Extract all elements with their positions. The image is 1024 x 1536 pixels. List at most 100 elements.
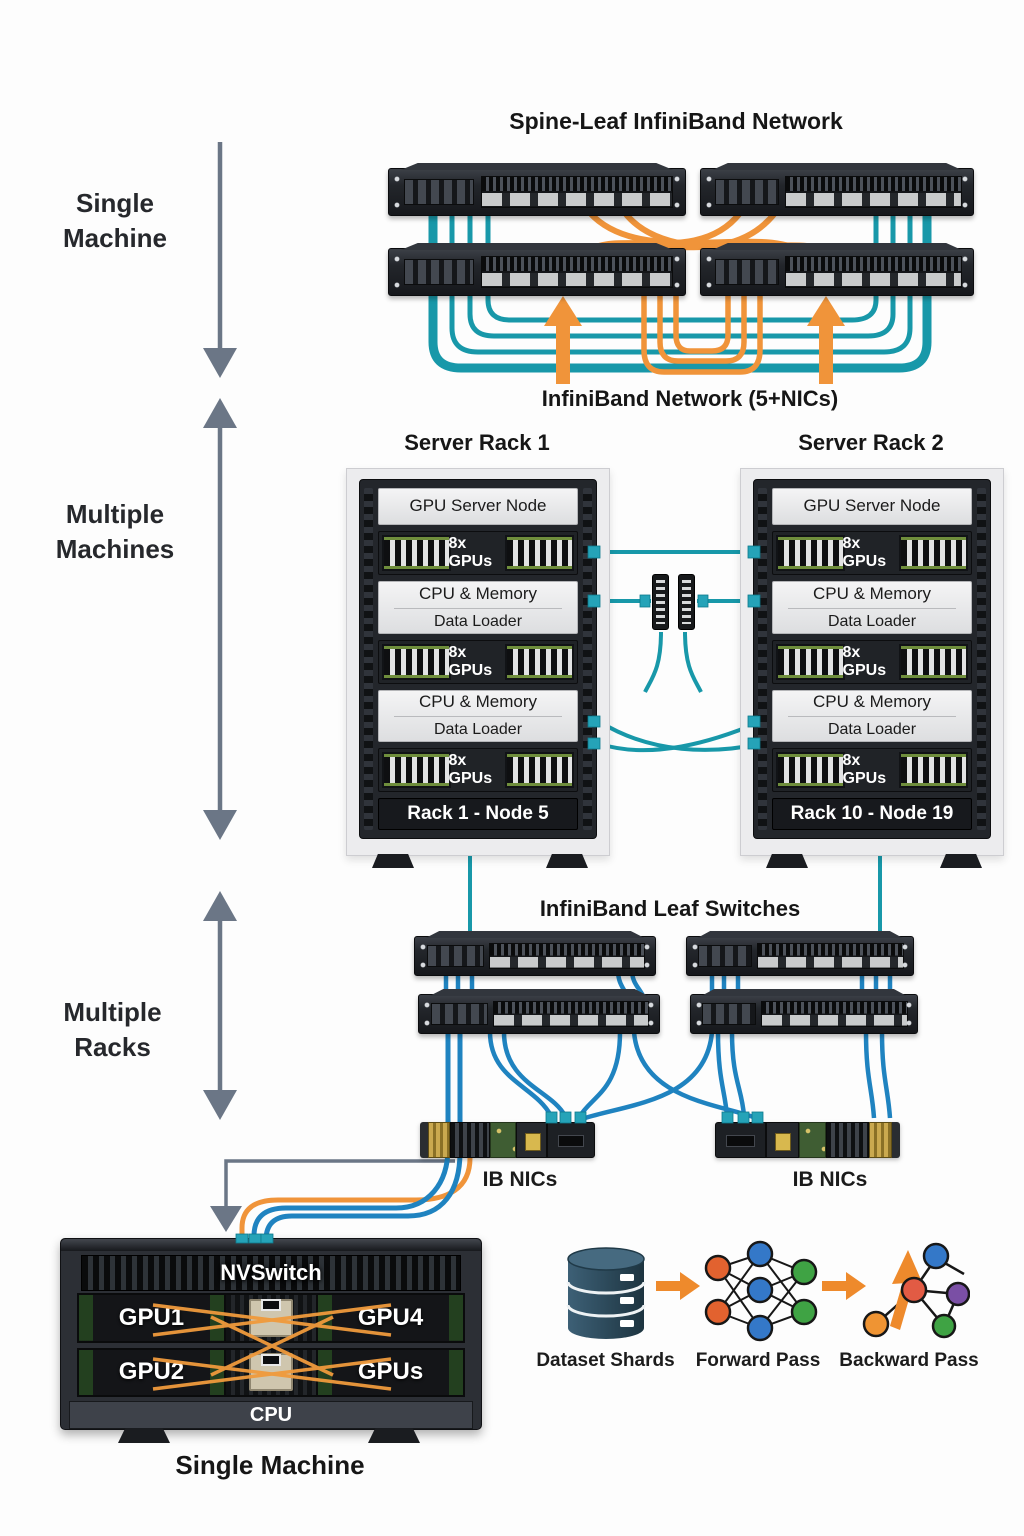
gpu-row: 8x GPUs (772, 530, 972, 575)
rack-frame: GPU Server Node 8x GPUs CPU & Memory Dat… (753, 479, 991, 839)
nic-heatsink (826, 1122, 869, 1158)
single-machine-chassis: NVSwitch GPU1 GPU4 GPU2 GPUs (60, 1238, 482, 1430)
nic-module (766, 1122, 799, 1158)
gpu2-module: GPU2 (78, 1348, 225, 1396)
interconnect-chip (652, 574, 669, 630)
panel-divider (393, 716, 563, 718)
nic-left-label: IB NICs (482, 1168, 558, 1191)
switch-port-strip (489, 943, 646, 969)
gpu4-module: GPU4 (317, 1294, 465, 1342)
stage-multi-r-line2: Racks (74, 1032, 151, 1063)
stage-label-multiple-racks: Multiple Racks (30, 995, 195, 1065)
panel-divider (393, 607, 563, 609)
spine-switch-1 (388, 168, 686, 216)
nvswitch-bar: NVSwitch (81, 1255, 461, 1291)
panel-divider (787, 716, 957, 718)
gpu-server-node-panel: GPU Server Node (772, 488, 972, 525)
leaf-title: InfiniBand Leaf Switches (539, 896, 801, 921)
gpu-card-icon (507, 754, 572, 787)
stage-label-single-machine: Single Machine (30, 186, 200, 256)
switch-status-panel (403, 179, 474, 205)
nic-heatsink (449, 1122, 490, 1158)
machine-foot (368, 1428, 420, 1443)
cpu-memory-label: CPU & Memory (418, 692, 538, 712)
gpu-card-icon (778, 536, 843, 569)
switch-status-panel (403, 259, 474, 285)
rack-foot (766, 854, 808, 868)
switch-port-strip (785, 176, 963, 208)
spine-switch-2 (700, 168, 974, 216)
gpu-count-label: 8x GPUs (842, 752, 887, 788)
gpu-card-icon (384, 645, 449, 678)
nic-port-block (546, 1122, 596, 1158)
rack-foot (546, 854, 588, 868)
machine-foot (118, 1428, 170, 1443)
gpu1-label: GPU1 (118, 1303, 185, 1331)
data-loader-label: Data Loader (433, 721, 523, 739)
cpu-bar: CPU (69, 1401, 473, 1429)
gpu-card-icon (901, 754, 966, 787)
rack-footer: Rack 1 - Node 5 (378, 798, 578, 830)
gpu4-label: GPU4 (357, 1303, 424, 1331)
gpu-count-label: 8x GPUs (448, 534, 493, 570)
ib-nic-left (420, 1122, 596, 1158)
gpu-card-icon (384, 754, 449, 787)
rack-foot (372, 854, 414, 868)
gpu-server-node-label: GPU Server Node (409, 496, 547, 516)
gpu-row: 8x GPUs (772, 748, 972, 793)
spine-caption: InfiniBand Network (5+NICs) (541, 386, 839, 411)
stage-multi-m-line2: Machines (55, 534, 175, 565)
gpu-count-label: 8x GPUs (842, 534, 887, 570)
switch-status-panel (714, 259, 780, 285)
nvlink-chip (224, 1294, 318, 1342)
leaf-switch-2 (686, 936, 914, 976)
gpu-row: 8x GPUs (378, 530, 578, 575)
switch-status-panel (427, 945, 485, 967)
database-icon (566, 1247, 646, 1339)
leaf-switch-1 (414, 936, 656, 976)
arrow-right-icon (656, 1272, 700, 1300)
nic-gold-connector (427, 1122, 450, 1158)
gpu-card-icon (384, 536, 449, 569)
gpu-card-icon (507, 645, 572, 678)
cpu-memory-label: CPU & Memory (418, 583, 538, 603)
stage-multi-m-line1: Multiple (65, 499, 165, 529)
switch-port-strip (761, 1001, 908, 1027)
upload-arrows (544, 296, 845, 384)
nic-pcb (798, 1122, 826, 1158)
legend-backward-pass-label: Backward Pass (839, 1350, 979, 1371)
legend-forward-pass-label: Forward Pass (695, 1350, 821, 1371)
spine-title: Spine-Leaf InfiniBand Network (509, 108, 843, 134)
switch-port-strip (480, 176, 674, 208)
gpu2-label: GPU2 (118, 1358, 185, 1386)
gpu3-label: GPUs (357, 1358, 424, 1386)
server-rack-1: GPU Server Node 8x GPUs CPU & Memory Dat… (346, 468, 610, 856)
gpu-count-label: 8x GPUs (448, 643, 493, 679)
gpu-bay: GPU1 GPU4 GPU2 GPUs (77, 1293, 465, 1397)
legend-dataset-shards-label: Dataset Shards (536, 1350, 675, 1371)
nic-to-machine-arrow (210, 1159, 455, 1232)
data-loader-label: Data Loader (827, 612, 917, 630)
stage-single-line2: Machine (62, 223, 168, 254)
cpu-label: CPU (249, 1403, 293, 1426)
ib-nic-right (715, 1122, 900, 1158)
switch-port-strip (757, 943, 904, 969)
rack-frame: GPU Server Node 8x GPUs CPU & Memory Dat… (359, 479, 597, 839)
cpu-memory-panel: CPU & Memory Data Loader (772, 580, 972, 634)
data-loader-label: Data Loader (433, 612, 523, 630)
nic-right-label: IB NICs (792, 1168, 868, 1191)
nic-module (515, 1122, 547, 1158)
nic-port-block (715, 1122, 766, 1158)
gpu-row: 8x GPUs (378, 748, 578, 793)
gpu-bay-row: GPU2 GPUs (77, 1347, 465, 1397)
arrow-right-icon (822, 1272, 866, 1300)
gpu-card-icon (901, 536, 966, 569)
cpu-memory-label: CPU & Memory (812, 692, 932, 712)
gpu-server-node-panel: GPU Server Node (378, 488, 578, 525)
rack-footer: Rack 10 - Node 19 (772, 798, 972, 830)
gpu-card-icon (778, 645, 843, 678)
nic-pcb (490, 1122, 516, 1158)
switch-status-panel (698, 945, 753, 967)
gpu-card-icon (901, 645, 966, 678)
switch-status-panel (702, 1003, 757, 1025)
